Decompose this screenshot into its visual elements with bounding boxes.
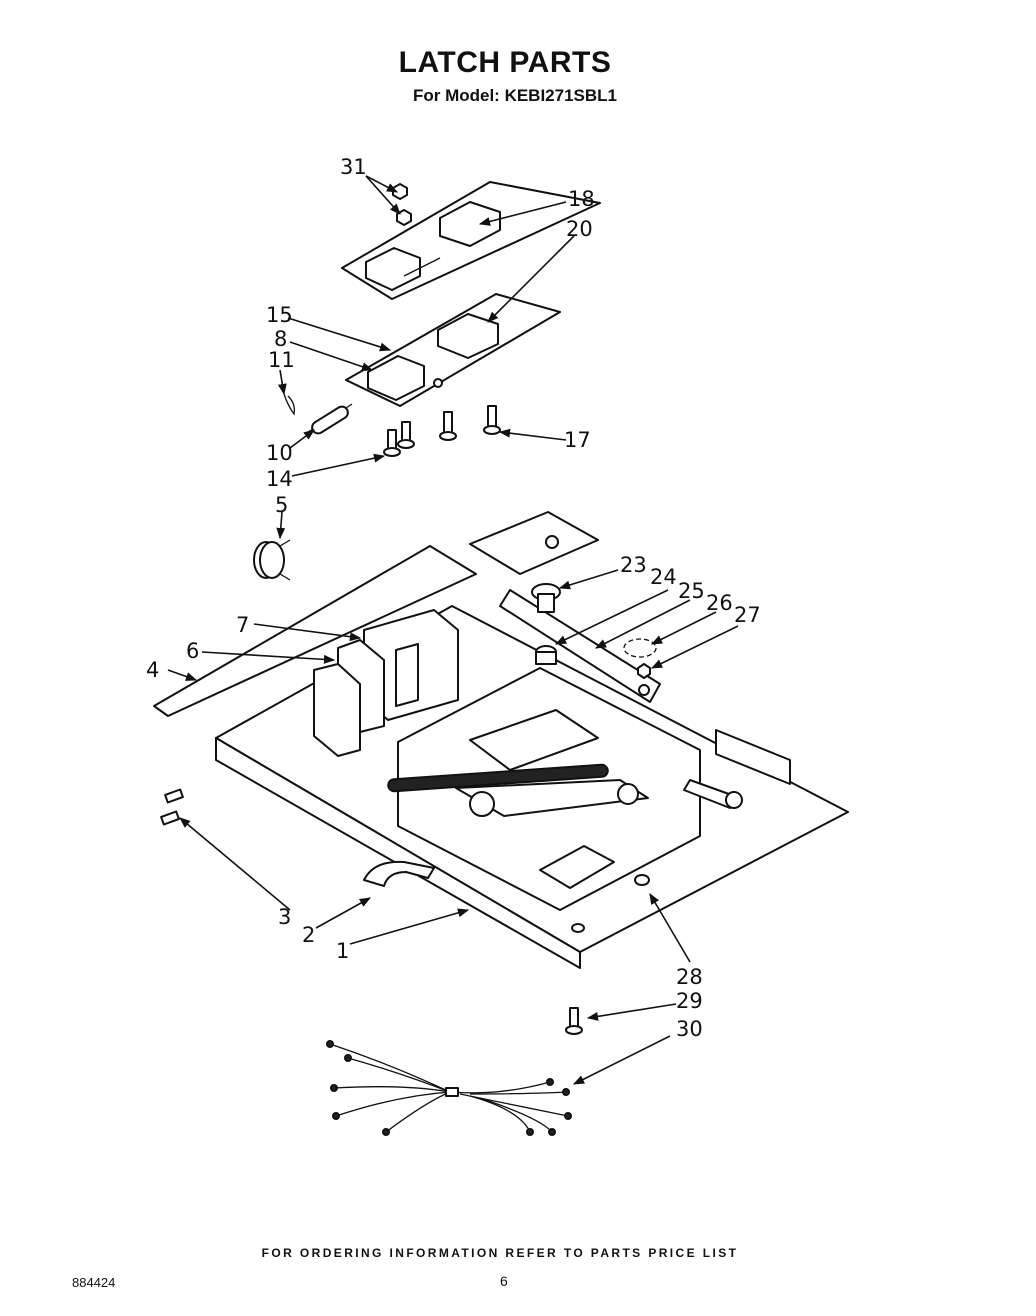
door-bar-25 [469, 511, 661, 703]
callout-15: 15 [266, 303, 293, 327]
model-subtitle: For Model: KEBI271SBL1 [412, 86, 618, 105]
switch-bracket-upper [341, 181, 601, 300]
base-plate-1 [215, 605, 849, 969]
callout-28: 28 [676, 965, 703, 989]
callout-1: 1 [336, 939, 349, 963]
callout-6: 6 [186, 639, 199, 663]
nut-27 [637, 663, 651, 679]
callout-2: 2 [302, 923, 315, 947]
callout-7: 7 [236, 613, 249, 637]
callout-29: 29 [676, 989, 703, 1013]
spring-coil [387, 763, 609, 793]
screws-14 [383, 421, 415, 457]
callout-5: 5 [275, 493, 288, 517]
solenoid-7 [363, 609, 459, 721]
callout-20: 20 [566, 217, 593, 241]
screws-3 [160, 788, 184, 826]
page-number: 6 [500, 1273, 508, 1289]
callout-23: 23 [620, 553, 647, 577]
callout-3: 3 [278, 905, 291, 929]
switch-bracket-middle [345, 293, 561, 407]
spring-10 [307, 403, 353, 435]
callout-24: 24 [650, 565, 677, 589]
wire-harness-30 [326, 1040, 572, 1136]
knob-23 [531, 583, 561, 613]
bracket-6 [313, 639, 385, 757]
callout-8: 8 [274, 327, 287, 351]
page-title: LATCH PARTS [398, 46, 612, 79]
callout-10: 10 [266, 441, 293, 465]
latch-arm [469, 709, 743, 809]
callout-27: 27 [734, 603, 761, 627]
latch-hook-2 [363, 860, 435, 887]
callout-17: 17 [564, 428, 591, 452]
callout-14: 14 [266, 467, 293, 491]
plate-4 [153, 545, 477, 717]
ordering-info-footer: FOR ORDERING INFORMATION REFER TO PARTS … [261, 1246, 739, 1260]
spring-clip-11 [283, 393, 296, 416]
screw-29 [565, 1007, 583, 1035]
callout-31: 31 [340, 155, 367, 179]
callout-30: 30 [676, 1017, 703, 1041]
screws-17 [439, 405, 501, 441]
callout-26: 26 [706, 591, 733, 615]
door-sensor-5 [253, 539, 291, 581]
ring-26 [623, 638, 657, 658]
document-number: 884424 [72, 1275, 116, 1290]
callout-25: 25 [678, 579, 705, 603]
leader-lines [167, 175, 739, 1085]
bushing-24 [535, 645, 557, 665]
callout-labels: 31 18 20 15 8 11 10 14 17 5 23 24 25 26 … [146, 155, 761, 1041]
callout-4: 4 [146, 658, 159, 682]
callout-11: 11 [268, 348, 295, 372]
callout-18: 18 [568, 187, 595, 211]
